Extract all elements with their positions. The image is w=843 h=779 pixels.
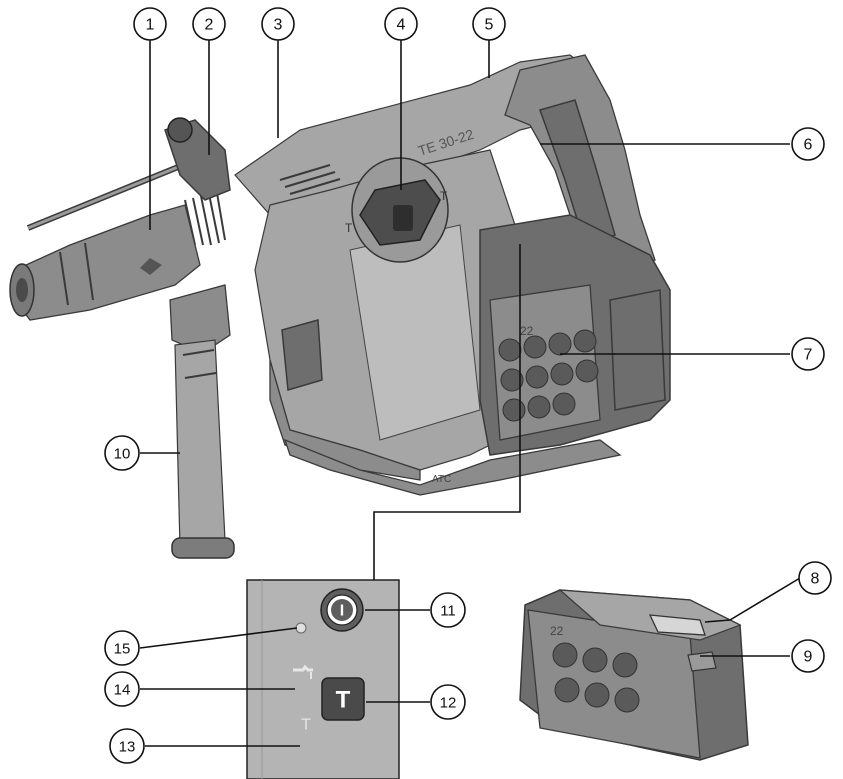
callout-11-label: 11 [440,603,456,620]
tool-base [283,438,622,496]
mode-button-symbol: T [336,687,351,714]
side-handle [169,284,235,559]
base-marking: ATC [432,474,451,485]
callout-12: 12 [430,684,466,720]
callout-6: 6 [791,127,825,161]
callout-15-label: 15 [114,641,131,658]
callout-13: 13 [109,728,145,764]
callout-6-label: 6 [804,137,813,154]
battery-pack-attached: 22 [479,214,671,456]
mode-button [321,677,365,721]
callout-13-label: 13 [119,739,136,756]
callout-3-label: 3 [274,17,283,34]
callout-7-label: 7 [804,347,813,364]
mode-selector-switch: T T [345,157,449,263]
indicator-led [295,622,307,634]
callout-10-label: 10 [114,446,131,463]
callout-3: 3 [261,7,295,41]
callout-14: 14 [104,671,140,707]
callout-4-label: 4 [397,17,406,34]
battery-pack: 22 [519,589,749,761]
depth-gauge-clamp [164,117,231,201]
mode-label-left: T [345,221,353,235]
mode-indicator-symbol: T [301,717,311,734]
chuck [9,204,201,321]
leader-lines [139,40,801,747]
callout-15: 15 [104,630,140,666]
battery-pack-marking: 22 [550,624,564,638]
callout-1-label: 1 [146,17,155,34]
mode-label-right: T [440,189,448,203]
callout-9-label: 9 [804,649,813,666]
callout-1: 1 [133,7,167,41]
callout-8-label: 8 [811,571,820,588]
callout-2-label: 2 [205,17,214,34]
callout-4: 4 [384,7,418,41]
power-button-symbol: I [340,603,344,620]
callout-5: 5 [472,7,506,41]
wrench-icon [293,664,313,679]
callout-2: 2 [192,7,226,41]
top-vents [279,164,341,195]
hammer-drill-body [184,54,656,481]
callout-12-label: 12 [440,695,457,712]
callout-5-label: 5 [485,17,494,34]
callout-8: 8 [798,561,832,595]
callout-14-label: 14 [114,682,131,699]
callout-9: 9 [791,639,825,673]
battery-marking: 22 [520,324,534,338]
inset-leader [373,244,521,580]
callout-11: 11 [430,592,466,628]
callout-10: 10 [104,435,140,471]
callout-7: 7 [791,337,825,371]
